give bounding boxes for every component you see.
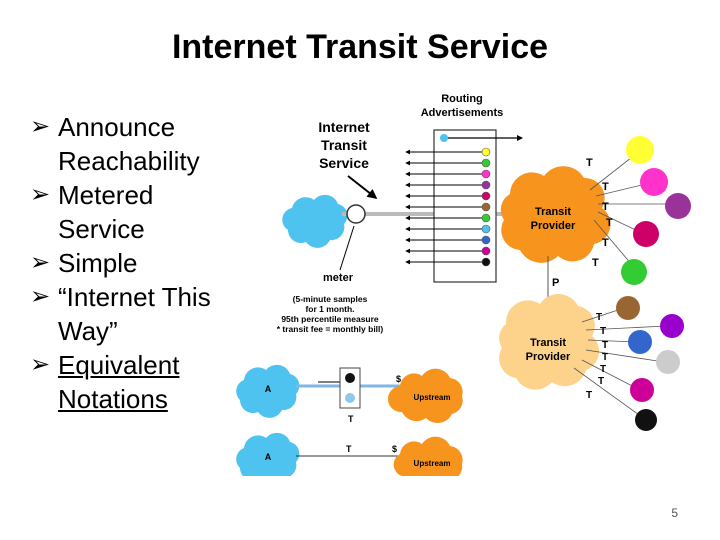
- pricing-note-2: for 1 month.: [305, 304, 354, 314]
- svg-text:T: T: [606, 217, 613, 229]
- provider-2-label-line1: Transit: [530, 337, 566, 349]
- bullet-item: ➢ Simple: [30, 246, 245, 280]
- arrow-bullet-icon: ➢: [30, 351, 51, 378]
- upstream-label-2: Upstream: [414, 459, 451, 468]
- arrow-bullet-icon: ➢: [30, 181, 51, 208]
- meter-dot-blue-icon: [345, 393, 355, 403]
- provider-1-t-labels: T T T T T T: [586, 157, 613, 269]
- bullet-item: ➢ Metered Service: [30, 178, 245, 246]
- provider-2-customer-clouds: [616, 296, 684, 431]
- dollar-label-1: $: [396, 374, 401, 384]
- bullet-list: ➢ Announce Reachability ➢ Metered Servic…: [30, 110, 245, 416]
- provider-1-customer-clouds: [621, 136, 691, 285]
- service-label-line1: Internet: [318, 119, 370, 135]
- bullet-text: Simple: [58, 248, 138, 278]
- meter-pointer-line: [339, 225, 355, 271]
- customer-label-a-2: A: [265, 452, 272, 462]
- bullet-item: ➢ Equivalent Notations: [30, 348, 245, 416]
- meter-dot-black-icon: [345, 373, 355, 383]
- customer-cloud-cyan: [282, 194, 348, 248]
- customer-cloud-a-1: [236, 364, 300, 418]
- bullet-item: ➢ Announce Reachability: [30, 110, 245, 178]
- advertisements-label: Advertisements: [421, 107, 504, 119]
- prefix-dots: [481, 147, 491, 267]
- bullet-text: Metered Service: [58, 180, 154, 244]
- meter-label: meter: [323, 272, 354, 284]
- upstream-label-1: Upstream: [414, 393, 451, 402]
- svg-text:T: T: [602, 181, 609, 193]
- arrow-bullet-icon: ➢: [30, 283, 51, 310]
- t-label-1: T: [348, 414, 354, 424]
- svg-text:T: T: [600, 326, 606, 337]
- upstream-cloud-1: [387, 368, 463, 423]
- equivalent-notations-link[interactable]: Equivalent Notations: [58, 350, 180, 414]
- service-pointer-arrow: [347, 175, 378, 200]
- arrow-bullet-icon: ➢: [30, 249, 51, 276]
- arrow-bullet-icon: ➢: [30, 113, 51, 140]
- pricing-note-1: (5-minute samples: [293, 294, 368, 304]
- svg-text:T: T: [600, 364, 606, 375]
- svg-text:T: T: [602, 237, 609, 249]
- bullet-text: “Internet This Way”: [58, 282, 211, 346]
- bullet-item: ➢ “Internet This Way”: [30, 280, 245, 348]
- provider-1-label-line2: Provider: [531, 220, 576, 232]
- upstream-cloud-2: [393, 436, 463, 476]
- svg-text:T: T: [596, 312, 602, 323]
- provider-1-label-line1: Transit: [535, 206, 571, 218]
- t-label-2: T: [346, 444, 352, 454]
- svg-text:T: T: [602, 352, 608, 363]
- service-label-line2: Transit: [321, 137, 367, 153]
- transit-provider-cloud-1: [500, 166, 611, 263]
- customer-label-a-1: A: [265, 384, 272, 394]
- svg-text:T: T: [602, 340, 608, 351]
- page-number: 5: [671, 506, 678, 520]
- svg-text:T: T: [602, 201, 609, 213]
- bullet-text: Announce Reachability: [58, 112, 200, 176]
- svg-text:T: T: [598, 376, 604, 387]
- provider-dot-icon: [440, 134, 448, 142]
- svg-text:T: T: [586, 157, 593, 169]
- pricing-note-4: * transit fee = monthly bill): [277, 324, 384, 334]
- service-label-line3: Service: [319, 155, 369, 171]
- dollar-label-2: $: [392, 444, 397, 454]
- meter-circle-icon: [346, 204, 366, 224]
- provider-2-label-line2: Provider: [526, 351, 571, 363]
- pricing-note-3: 95th percentile measure: [281, 314, 379, 324]
- slide-title: Internet Transit Service: [171, 28, 549, 66]
- provider-2-t-labels: T T T T T T T: [586, 312, 608, 401]
- svg-text:T: T: [592, 257, 599, 269]
- peering-label-p: P: [552, 277, 559, 289]
- transit-provider-cloud-2: [499, 294, 600, 390]
- routing-label: Routing: [441, 93, 483, 105]
- customer-cloud-a-2: [236, 432, 300, 476]
- advertisement-arrows: [405, 149, 482, 265]
- transit-diagram: Routing Advertisements Internet Transit …: [236, 93, 691, 476]
- svg-text:T: T: [586, 390, 592, 401]
